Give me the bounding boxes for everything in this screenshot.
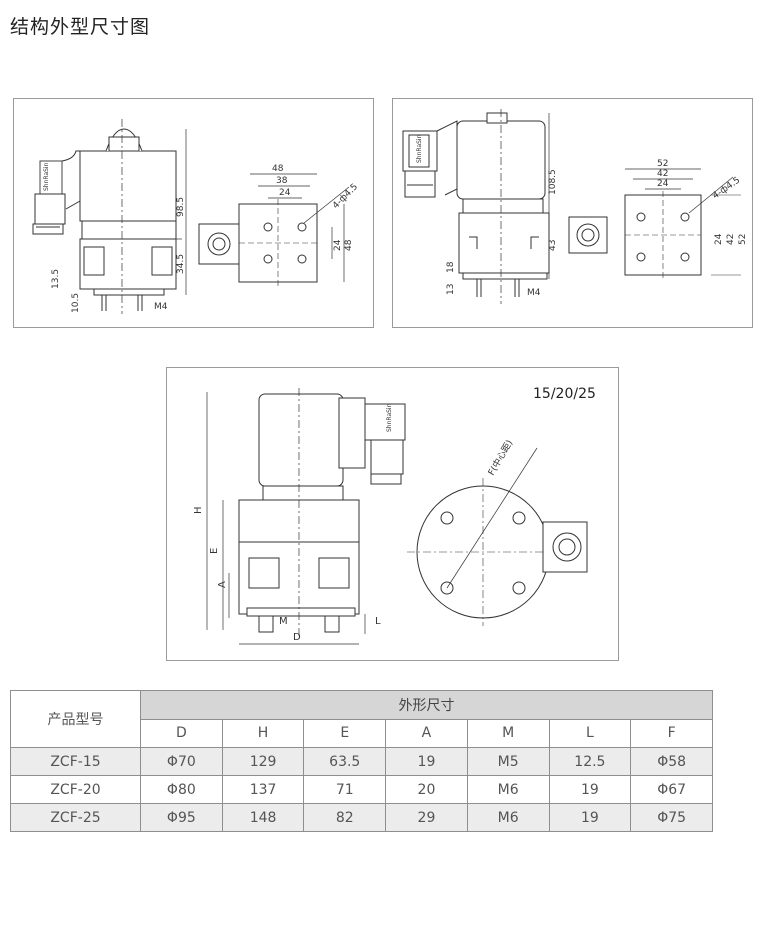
column-header: L — [548, 718, 632, 748]
table-cell: 63.5 — [303, 747, 387, 776]
table-cell: 148 — [221, 803, 305, 832]
table-cell: Φ58 — [630, 747, 713, 776]
dim-width-outer: 52 — [657, 159, 668, 169]
page-title: 结构外型尺寸图 — [10, 16, 151, 38]
group-header: 外形尺寸 — [140, 690, 713, 720]
table-cell: Φ67 — [630, 775, 713, 804]
dim-bottom: 13 — [446, 284, 456, 295]
table-cell: 19 — [548, 803, 632, 832]
dim-side-outer: 52 — [738, 234, 748, 245]
table-cell: Φ95 — [140, 803, 223, 832]
dim-side-inner: 24 — [714, 233, 724, 245]
table-cell: 19 — [548, 775, 632, 804]
table-cell: 29 — [385, 803, 468, 832]
model-cell: ZCF-25 — [10, 803, 141, 832]
column-header: E — [303, 718, 387, 748]
solenoid-valve-drawing-2: ShnRaSin 108.5 43 18 13 M4 52 42 24 — [402, 109, 748, 304]
model-header: 产品型号 — [10, 690, 141, 748]
dim-width-mid: 42 — [657, 169, 668, 179]
dim-width-inner: 24 — [657, 179, 669, 189]
drawing-panel-1: ShnRaSin 98.5 34.5 13.5 10.5 M4 — [13, 98, 374, 328]
dim-side-mid: 42 — [726, 234, 736, 245]
model-cell: ZCF-20 — [10, 775, 141, 804]
dim-width-outer: 48 — [272, 164, 284, 174]
table-cell: Φ75 — [630, 803, 713, 832]
dim-thread: M4 — [527, 288, 541, 298]
dim-bottom: 10.5 — [71, 293, 81, 313]
dim-thread: M4 — [154, 302, 168, 312]
table-cell: 71 — [303, 775, 387, 804]
table-cell: M6 — [466, 803, 550, 832]
solenoid-valve-drawing-1: ShnRaSin 98.5 34.5 13.5 10.5 M4 — [32, 119, 360, 314]
column-header: D — [140, 718, 223, 748]
table-row: ZCF-20 Φ80 137 71 20 M6 19 Φ67 — [10, 775, 713, 804]
dim-letter-H: H — [193, 506, 204, 514]
dim-letter-F: F(中心距) — [485, 438, 515, 478]
table-cell: 129 — [221, 747, 305, 776]
dim-side-outer: 48 — [344, 239, 354, 251]
dim-side-inner: 24 — [333, 239, 343, 251]
column-header: F — [630, 718, 713, 748]
dim-body-height: 43 — [548, 240, 558, 251]
column-header: M — [466, 718, 550, 748]
dim-hole: 4-ф4.5 — [711, 175, 742, 201]
table-cell: 12.5 — [548, 747, 632, 776]
dim-letter-A: A — [217, 581, 228, 588]
column-header-row: D H E A M L F — [11, 718, 713, 748]
dim-pipe-height: 18 — [446, 261, 456, 273]
table-row: ZCF-15 Φ70 129 63.5 19 M5 12.5 Φ58 — [10, 747, 713, 776]
table-cell: 19 — [385, 747, 468, 776]
dim-letter-L: L — [375, 616, 381, 627]
column-header: H — [221, 718, 305, 748]
dim-letter-D: D — [293, 632, 301, 643]
dim-overall-height: 108.5 — [548, 169, 558, 195]
column-header: A — [385, 718, 468, 748]
table-cell: 137 — [221, 775, 305, 804]
table-row: ZCF-25 Φ95 148 82 29 M6 19 Φ75 — [10, 803, 713, 832]
dim-pipe-height: 13.5 — [51, 269, 61, 289]
solenoid-valve-drawing-3: ShnRaSin H E A M L D F(中心距) — [193, 388, 588, 645]
dimension-table: 产品型号 外形尺寸 D H E A M L F ZCF-15 Φ70 129 6… — [10, 690, 713, 832]
coil-label: ShnRaSin — [43, 162, 50, 191]
coil-label: ShnRaSin — [386, 403, 393, 432]
table-cell: 20 — [385, 775, 468, 804]
dim-width-inner: 24 — [279, 188, 291, 198]
dim-letter-M: M — [279, 616, 288, 627]
dim-overall-height: 98.5 — [176, 197, 186, 217]
drawing-panel-2: ShnRaSin 108.5 43 18 13 M4 52 42 24 — [392, 98, 753, 328]
dim-body-height: 34.5 — [176, 254, 186, 274]
dim-letter-E: E — [209, 548, 220, 554]
table-cell: Φ80 — [140, 775, 223, 804]
table-cell: M6 — [466, 775, 550, 804]
table-cell: 82 — [303, 803, 387, 832]
dim-hole: 4-ф4.5 — [331, 182, 360, 211]
dim-width-mid: 38 — [276, 176, 288, 186]
drawing-panel-3: ShnRaSin H E A M L D F(中心距) — [166, 367, 619, 661]
table-cell: Φ70 — [140, 747, 223, 776]
model-range-label: 15/20/25 — [533, 386, 596, 402]
coil-label: ShnRaSin — [416, 134, 423, 163]
model-cell: ZCF-15 — [10, 747, 141, 776]
table-cell: M5 — [466, 747, 550, 776]
